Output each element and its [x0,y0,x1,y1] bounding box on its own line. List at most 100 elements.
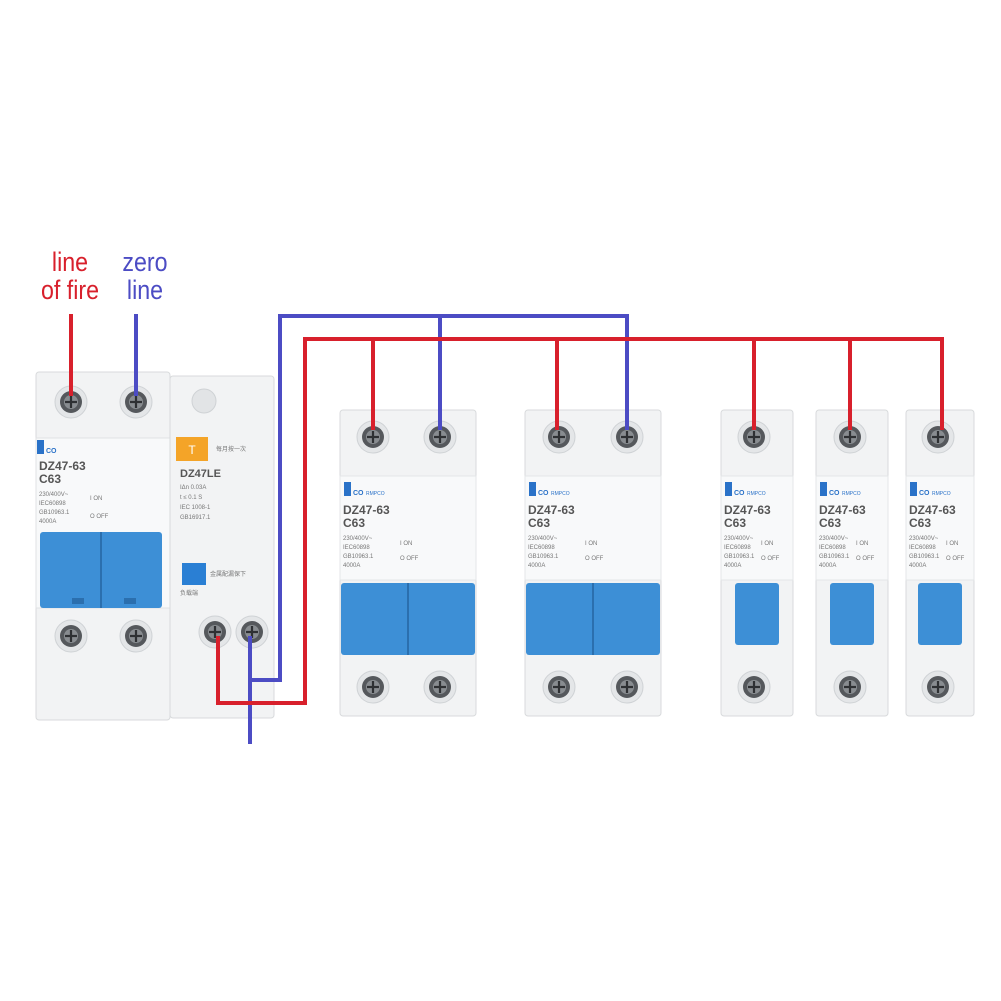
branch-breaker-5-rating: C63 [909,516,931,530]
branch-breaker-5-spec-2: GB10963.1 [909,554,940,560]
branch-breaker-4-rating: C63 [819,516,841,530]
branch-breaker-4-maker: RMPCO [842,491,861,497]
zero-bus-wire [250,314,629,682]
branch-breaker-2-model: DZ47-63 [528,503,575,517]
branch-breaker-1-spec-2: GB10963.1 [343,554,374,560]
leakage-indicator [191,388,217,414]
branch-breaker-2-brand-logo [529,482,536,496]
branch-breaker-3-on: I ON [761,541,773,547]
branch-breaker-4-spec-1: IEC60898 [819,545,846,551]
branch-breaker-3-model: DZ47-63 [724,503,771,517]
leakage-spec-1: t ≤ 0.1 S [180,495,202,501]
branch-breaker-3-spec-3: 4000A [724,563,741,569]
line-of-fire-label: line of fire [34,248,106,304]
branch-breaker-4-handle [830,583,874,645]
branch-breaker-3-rating: C63 [724,516,746,530]
branch-breaker-2-maker: RMPCO [551,491,570,497]
zero-junction-1 [438,314,442,318]
leakage-body [169,375,275,719]
zero-line-label-line2: line [126,275,164,305]
main-breaker-brand: CO [46,448,57,455]
line-of-fire-label-line1: line [51,247,89,277]
branch-breaker-2-rating: C63 [528,516,550,530]
branch-breaker-1-rating: C63 [343,516,365,530]
leakage-reset-button [182,563,206,585]
branch-breaker-3-spec-1: IEC60898 [724,545,751,551]
main-breaker-rating: C63 [39,472,61,486]
branch-breaker-1-spec-0: 230/400V~ [343,536,373,542]
main-breaker-spec-1: IEC60898 [39,501,66,507]
branch-breaker-1-brand-logo [344,482,351,496]
branch-breaker-2-spec-3: 4000A [528,563,545,569]
main-breaker-unit: CODZ47-63C63230/400V~IEC60898GB10963.140… [35,371,171,721]
branch-breaker-2-face [524,475,662,581]
branch-breaker-2-off: O OFF [585,556,604,562]
branch-breaker-5-maker: RMPCO [932,491,951,497]
branch-breaker-2-spec-1: IEC60898 [528,545,555,551]
branch-breaker-4-spec-2: GB10963.1 [819,554,850,560]
branch-breaker-1-spec-3: 4000A [343,563,360,569]
branch-breaker-1-on: I ON [400,541,412,547]
leakage-test-button [176,437,208,461]
leakage-note-top: 每月按一次 [216,445,246,453]
leakage-spec-3: GB16917.1 [180,515,211,521]
fire-bus-wire [216,337,944,705]
zero-line-label: zero line [115,248,175,304]
branch-breaker-4-brand-logo [820,482,827,496]
branch-breaker-2-brand: CO [538,490,549,497]
branch-breaker-3-spec-2: GB10963.1 [724,554,755,560]
branch-breaker-5-spec-3: 4000A [909,563,926,569]
branch-breaker-1-brand: CO [353,490,364,497]
branch-breaker-5-handle [918,583,962,645]
leakage-test-button-mark: T [188,443,196,457]
branch-breaker-3-handle [735,583,779,645]
branch-breaker-5-spec-1: IEC60898 [909,545,936,551]
main-breaker-spec-0: 230/400V~ [39,492,69,498]
zero-line-label-line1: zero [122,247,168,277]
fire-junction-1 [371,337,375,341]
leakage-load-label: 负载端 [180,589,198,597]
branch-breaker-1-spec-1: IEC60898 [343,545,370,551]
leakage-note-bottom: 金属配漏保下 [210,570,246,578]
branch-breaker-2-spec-0: 230/400V~ [528,536,558,542]
branch-breaker-1-model: DZ47-63 [343,503,390,517]
fire-junction-2 [555,337,559,341]
branch-breaker-1-off: O OFF [400,556,419,562]
line-of-fire-label-line2: of fire [40,275,100,305]
main-breaker-spec-2: GB10963.1 [39,510,70,516]
branch-breaker-1-face [339,475,477,581]
branch-breaker-3-face [720,475,794,581]
main-breaker-off: O OFF [90,514,109,520]
branch-breaker-4-brand: CO [829,490,840,497]
leakage-model: DZ47LE [180,468,221,480]
branch-breaker-4-off: O OFF [856,556,875,562]
fire-junction-3 [752,337,756,341]
branch-breaker-5-brand-logo [910,482,917,496]
branch-breaker-2-on: I ON [585,541,597,547]
branch-breaker-5-off: O OFF [946,556,965,562]
branch-breaker-4-spec-0: 230/400V~ [819,536,849,542]
leakage-spec-2: IEC 1008-1 [180,505,211,511]
branch-breaker-5-on: I ON [946,541,958,547]
branch-breaker-3-maker: RMPCO [747,491,766,497]
branch-breaker-3-brand-logo [725,482,732,496]
branch-breaker-3-spec-0: 230/400V~ [724,536,754,542]
branch-breaker-4-face [815,475,889,581]
branch-breaker-2-spec-2: GB10963.1 [528,554,559,560]
branch-breaker-1-maker: RMPCO [366,491,385,497]
branch-breaker-3-brand: CO [734,490,745,497]
main-breaker-handle-slot-2 [124,598,136,604]
main-breaker-on: I ON [90,496,102,502]
branch-breaker-5-model: DZ47-63 [909,503,956,517]
main-breaker-handle-slot-1 [72,598,84,604]
branch-breaker-5-face [905,475,975,581]
branch-breaker-4-model: DZ47-63 [819,503,866,517]
branch-breaker-5-spec-0: 230/400V~ [909,536,939,542]
